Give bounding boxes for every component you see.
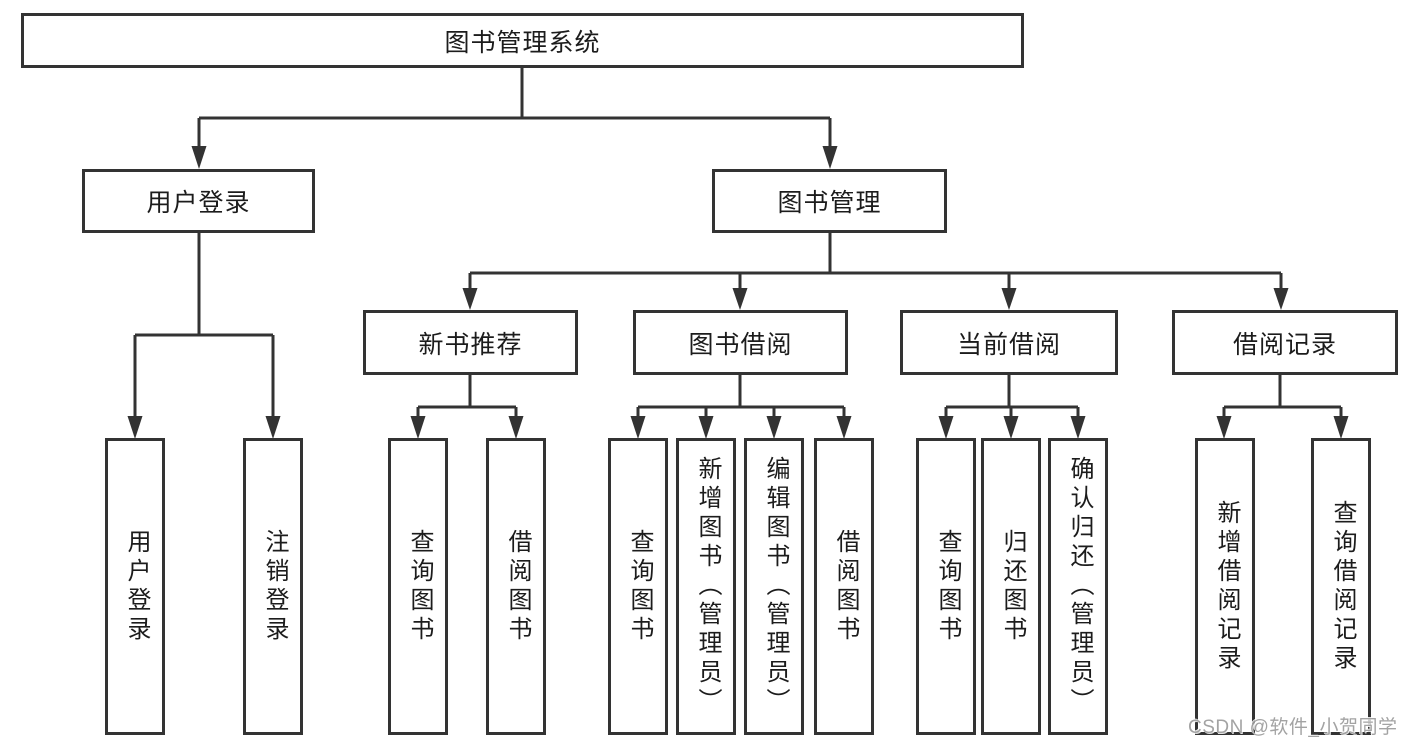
node-library-management-system: 图书管理系统: [21, 13, 1024, 68]
leaf-confirm-return-admin: 确认归还（管理员）: [1048, 438, 1108, 735]
node-new-book-recommend: 新书推荐: [363, 310, 578, 375]
leaf-current-query-books: 查询图书: [916, 438, 976, 735]
leaf-user-login: 用户登录: [105, 438, 165, 735]
leaf-recommend-borrow-books: 借阅图书: [486, 438, 546, 735]
leaf-return-books: 归还图书: [981, 438, 1041, 735]
csdn-watermark: CSDN @软件_小贺同学: [1188, 717, 1398, 738]
node-book-borrow: 图书借阅: [633, 310, 848, 375]
leaf-add-borrow-record: 新增借阅记录: [1195, 438, 1255, 735]
leaf-borrow-books: 借阅图书: [814, 438, 874, 735]
node-borrow-records: 借阅记录: [1172, 310, 1398, 375]
leaf-edit-books-admin: 编辑图书（管理员）: [744, 438, 804, 735]
leaf-recommend-query-books: 查询图书: [388, 438, 448, 735]
node-current-borrow: 当前借阅: [900, 310, 1118, 375]
node-book-management: 图书管理: [712, 169, 947, 233]
leaf-borrow-query-books: 查询图书: [608, 438, 668, 735]
leaf-add-books-admin: 新增图书（管理员）: [676, 438, 736, 735]
leaf-logout: 注销登录: [243, 438, 303, 735]
leaf-query-borrow-record: 查询借阅记录: [1311, 438, 1371, 735]
node-user-login: 用户登录: [82, 169, 315, 233]
